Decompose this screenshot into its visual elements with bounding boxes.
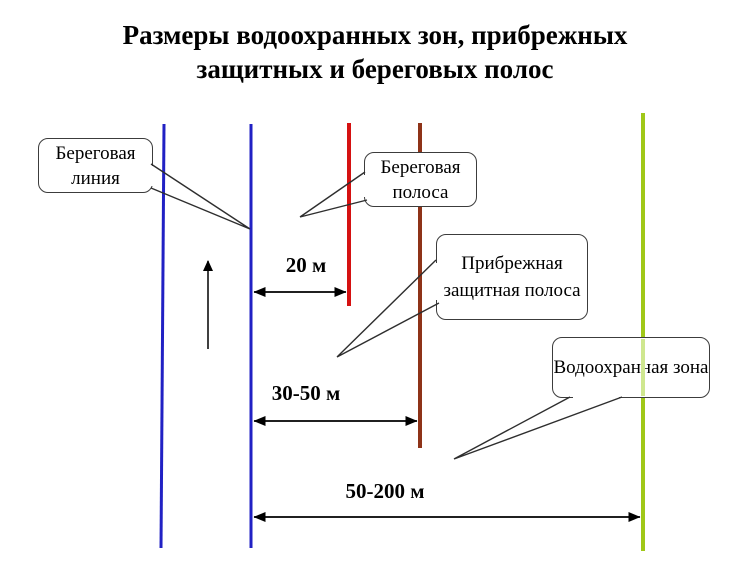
callout-water-zone-tail xyxy=(453,396,623,460)
callout-shoreline-label: Береговая линия xyxy=(55,142,136,189)
callout-water-zone-label: Водоохранная зона xyxy=(553,357,709,378)
callout-protective-strip: Прибрежная защитная полоса xyxy=(436,234,588,320)
callout-shore-strip-tail xyxy=(299,171,368,218)
callout-water-zone: Водоохранная зона xyxy=(552,337,710,398)
dimension-label-30-50m: 30-50 м xyxy=(271,381,341,405)
diagram-title: Размеры водоохранных зон, прибрежных защ… xyxy=(122,20,628,84)
callout-protective-strip-label: Прибрежная защитная полоса xyxy=(443,253,581,301)
dimension-label-50-200m: 50-200 м xyxy=(345,479,425,503)
callout-shoreline: Береговая линия xyxy=(38,138,153,193)
dimension-label-20m: 20 м xyxy=(285,253,327,277)
river-bank-line-left xyxy=(159,123,166,549)
callout-shore-strip: Береговая полоса xyxy=(364,152,477,207)
callout-shore-strip-label: Береговая полоса xyxy=(380,156,461,203)
callout-shoreline-tail xyxy=(150,163,251,230)
